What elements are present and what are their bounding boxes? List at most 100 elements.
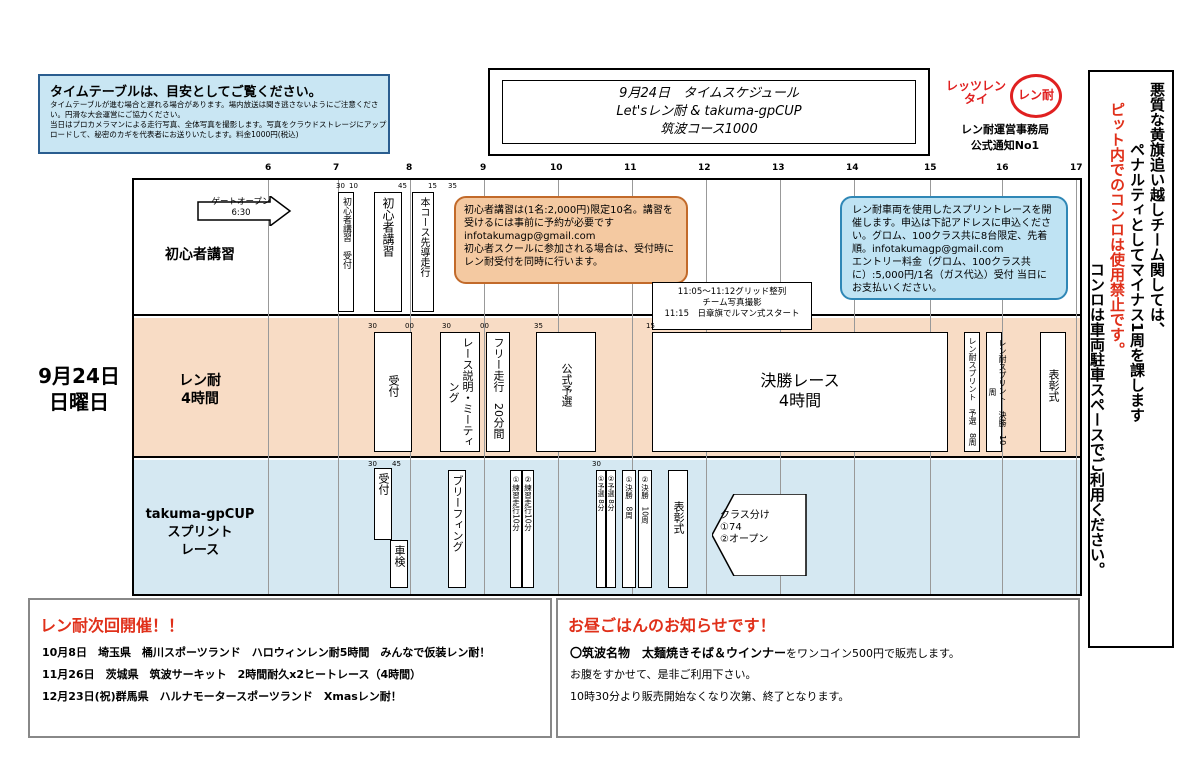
- rules-notice: 悪質な黄旗追い越しチーム関しては、 ペナルティとしてマイナス1周を課します ピッ…: [1088, 70, 1174, 648]
- hour-12: 12: [698, 163, 711, 173]
- note-line-1: タイムテーブルが進む場合と遅れる場合があります。場内放送は聞き逃さないようにご注…: [50, 100, 379, 119]
- office-info: レン耐運営事務局 公式通知No1: [940, 122, 1070, 154]
- sprint-award-label: 表彰式: [672, 501, 685, 534]
- class-division-label: クラス分け ①74 ②オープン: [720, 510, 770, 545]
- lunch-line-3: 10時30分より販売開始なくなり次第、終了となります。: [570, 690, 850, 703]
- r3-min-1: 30: [368, 460, 377, 468]
- hour-16: 16: [996, 163, 1009, 173]
- free-run-block: フリー走行 20分間: [486, 332, 510, 452]
- timetable-note: タイムテーブルは、目安としてご覧ください。 タイムテーブルが進む場合と遅れる場合…: [38, 74, 390, 154]
- notice-number: 公式通知No1: [970, 139, 1040, 152]
- rentai-reception-label: 受付: [387, 375, 400, 397]
- sprint-final-2-label: ②決勝 10周: [640, 475, 650, 524]
- hour-14: 14: [846, 163, 859, 173]
- r2-min-1: 30: [368, 322, 377, 330]
- sprint-reception-label: 受付: [377, 473, 390, 495]
- sprint-briefing-label: ブリーフィング: [451, 475, 464, 552]
- r1-min-2: 10: [349, 182, 358, 190]
- note-body: タイムテーブルが進む場合と遅れる場合があります。場内放送は聞き逃さないようにご注…: [50, 100, 388, 140]
- notice-col-1: 悪質な黄旗追い越しチーム関しては、: [1148, 82, 1166, 337]
- sprint-reception-block: 受付: [374, 468, 392, 540]
- note-caption: タイムテーブルは、目安としてご覧ください。: [50, 85, 322, 100]
- lunch-price: をワンコイン500円で販売します。: [786, 647, 960, 660]
- gridline-16: [1002, 180, 1003, 594]
- rentai-logo: レン耐: [1010, 74, 1062, 118]
- sprint-briefing-block: ブリーフィング: [448, 470, 466, 588]
- sprint-qual-2-label: ②予選 8分: [607, 475, 615, 511]
- sprint-info-cloud: レン耐車両を使用したスプリントレースを開催します。申込は下記アドレスに申込くださ…: [840, 196, 1068, 300]
- sprint-final-1-label: ①決勝 8周: [624, 475, 634, 519]
- briefing-label: レース説明・ミーティング: [447, 337, 474, 447]
- hour-11: 11: [624, 163, 637, 173]
- beginner-info-cloud: 初心者講習は(1名:2,000円)限定10名。講習を受けるには事前に予約が必要で…: [454, 196, 688, 284]
- beginner-lecture-label: 初心者講習: [381, 197, 395, 257]
- lunch-heading: お昼ごはんのお知らせです！: [568, 616, 776, 635]
- practice-2-label: ②練習走行10分: [523, 475, 533, 532]
- note-line-2: 当日はプロカメラマンによる走行写真、全体写真を撮影します。写真をクラウドストレー…: [50, 120, 387, 139]
- hour-axis: 6 7 8 9 10 11 12 13 14 15 16 17: [130, 163, 1083, 177]
- r2-min-4: 00: [480, 322, 489, 330]
- free-run-label: フリー走行 20分間: [492, 337, 505, 439]
- beginner-reception-block: 初心者講習 受付: [338, 192, 354, 312]
- sprint-award-block: 表彰式: [668, 470, 688, 588]
- rentai-reception-block: 受付: [374, 332, 412, 452]
- hour-10: 10: [550, 163, 563, 173]
- hour-15: 15: [924, 163, 937, 173]
- notice-col-3: ピット内でのコンロは使用禁止です。: [1108, 102, 1126, 357]
- lets-rentai-logo: レッツレンタイ: [946, 79, 1007, 106]
- final-race-block: 決勝レース 4時間: [652, 332, 948, 452]
- hour-7: 7: [333, 163, 340, 173]
- r2-min-6: 15: [646, 322, 655, 330]
- grid-start-callout: 11:05～11:12グリッド整列 チーム写真撮影 11:15 日章旗でルマン式…: [652, 282, 812, 330]
- day-cell: 9月24日 日曜日: [24, 178, 134, 596]
- lunch-panel: お昼ごはんのお知らせです！ 〇筑波名物 太麺焼きそば＆ウインナーをワンコイン50…: [556, 598, 1080, 738]
- lunch-line-2: お腹をすかせて、是非ご利用下さい。: [570, 668, 757, 681]
- notice-col-4: コンロは車両駐車スペースでご利用ください。: [1088, 262, 1106, 577]
- r3-min-3: 30: [592, 460, 601, 468]
- sprint-qual-2-block: ②予選 8分: [606, 470, 616, 588]
- gridline-11: [632, 180, 633, 594]
- day-date: 9月24日: [38, 364, 120, 388]
- notice-col-2: ペナルティとしてマイナス1周を課します: [1128, 142, 1146, 423]
- hour-8: 8: [406, 163, 413, 173]
- award-label: 表彰式: [1047, 369, 1060, 402]
- r2-min-5: 35: [534, 322, 543, 330]
- r2-min-2: 00: [405, 322, 414, 330]
- next-event-heading: レン耐次回開催！！: [40, 616, 185, 635]
- sprint-final-1-block: ①決勝 8周: [622, 470, 636, 588]
- r1-min-3: 45: [398, 182, 407, 190]
- practice-2-block: ②練習走行10分: [522, 470, 534, 588]
- row-label-sprint: takuma-gpCUP スプリント レース: [145, 507, 255, 558]
- inspection-label: 車検: [393, 545, 406, 567]
- title-line-1: 9月24日 タイムスケジュール: [619, 86, 799, 101]
- row-label-beginner: 初心者講習: [165, 247, 235, 263]
- lunch-line-1: 〇筑波名物 太麺焼きそば＆ウインナーをワンコイン500円で販売します。: [570, 644, 960, 661]
- award-block: 表彰式: [1040, 332, 1066, 452]
- qualifying-label: 公式予選: [560, 363, 573, 407]
- guided-run-block: 本コース先導走行: [412, 192, 434, 312]
- briefing-block: レース説明・ミーティング: [440, 332, 480, 452]
- class-division-arrow: [712, 494, 807, 576]
- beginner-reception-label: 初心者講習 受付: [341, 197, 351, 269]
- lunch-item: 〇筑波名物 太麺焼きそば＆ウインナー: [570, 646, 787, 660]
- next-event-1: 10月8日 埼玉県 桶川スポーツランド ハロウィンレン耐5時間 みんなで仮装レン…: [42, 646, 491, 659]
- hour-13: 13: [772, 163, 785, 173]
- r1-min-4: 15: [428, 182, 437, 190]
- qualifying-block: 公式予選: [536, 332, 596, 452]
- sprint-final-2-block: ②決勝 10周: [638, 470, 652, 588]
- hour-17: 17: [1070, 163, 1083, 173]
- practice-1-block: ①練習走行10分: [510, 470, 522, 588]
- next-event-2: 11月26日 茨城県 筑波サーキット 2時間耐久x2ヒートレース（4時間）: [42, 668, 422, 681]
- sprint-qual-block: レン耐スプリント 予選 8周: [964, 332, 980, 452]
- office-name: レン耐運営事務局: [961, 123, 1049, 136]
- title-box: 9月24日 タイムスケジュール Let'sレン耐 & takuma-gpCUP …: [488, 68, 930, 156]
- r1-min-1: 30: [336, 182, 345, 190]
- inspection-block: 車検: [390, 540, 408, 588]
- title-line-3: 筑波コース1000: [660, 122, 758, 137]
- next-event-panel: レン耐次回開催！！ 10月8日 埼玉県 桶川スポーツランド ハロウィンレン耐5時…: [28, 598, 552, 738]
- beginner-lecture-block: 初心者講習: [374, 192, 402, 312]
- title-inner: 9月24日 タイムスケジュール Let'sレン耐 & takuma-gpCUP …: [502, 80, 916, 144]
- gridline-7: [338, 180, 339, 594]
- title-line-2: Let'sレン耐 & takuma-gpCUP: [616, 104, 802, 119]
- sprint-qual-1-block: ①予選 8分: [596, 470, 606, 588]
